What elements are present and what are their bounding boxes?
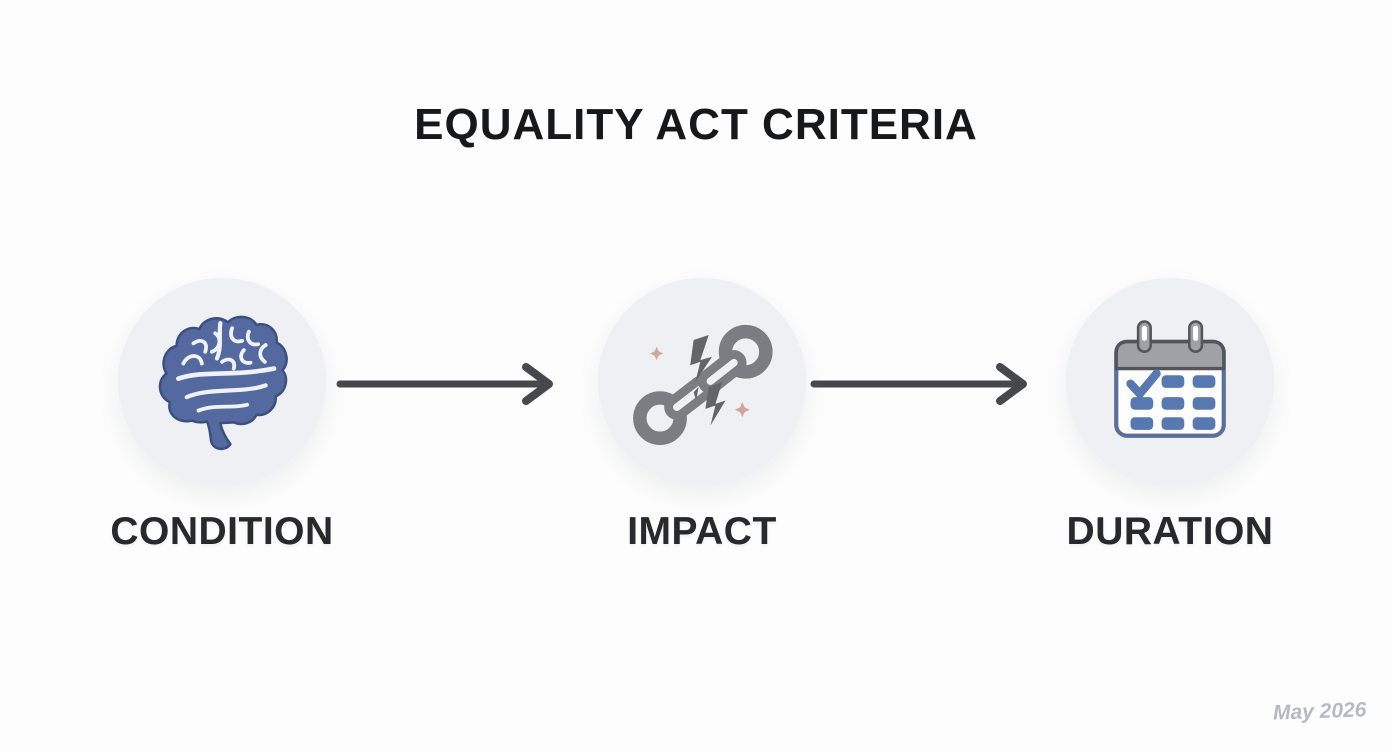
duration-label: DURATION [1066,510,1274,553]
arrow-impact-to-duration [810,363,1027,405]
broken-chain-icon [633,324,773,445]
calendar-icon [1114,320,1226,438]
step-impact: IMPACT [542,278,862,554]
impact-icon-circle [598,278,806,486]
condition-icon-circle [118,278,326,486]
sparkle-icon [649,346,664,361]
condition-label: CONDITION [110,510,334,553]
impact-label: IMPACT [627,510,777,553]
arrow-condition-to-impact [336,363,553,405]
brain-icon [158,315,288,451]
sparkle-icon [734,402,750,418]
watermark-date: May 2026 [1272,698,1367,725]
page-title: EQUALITY ACT CRITERIA [414,100,978,149]
duration-icon-circle [1066,278,1274,486]
step-duration: DURATION [1010,278,1330,554]
step-condition: CONDITION [62,278,382,554]
